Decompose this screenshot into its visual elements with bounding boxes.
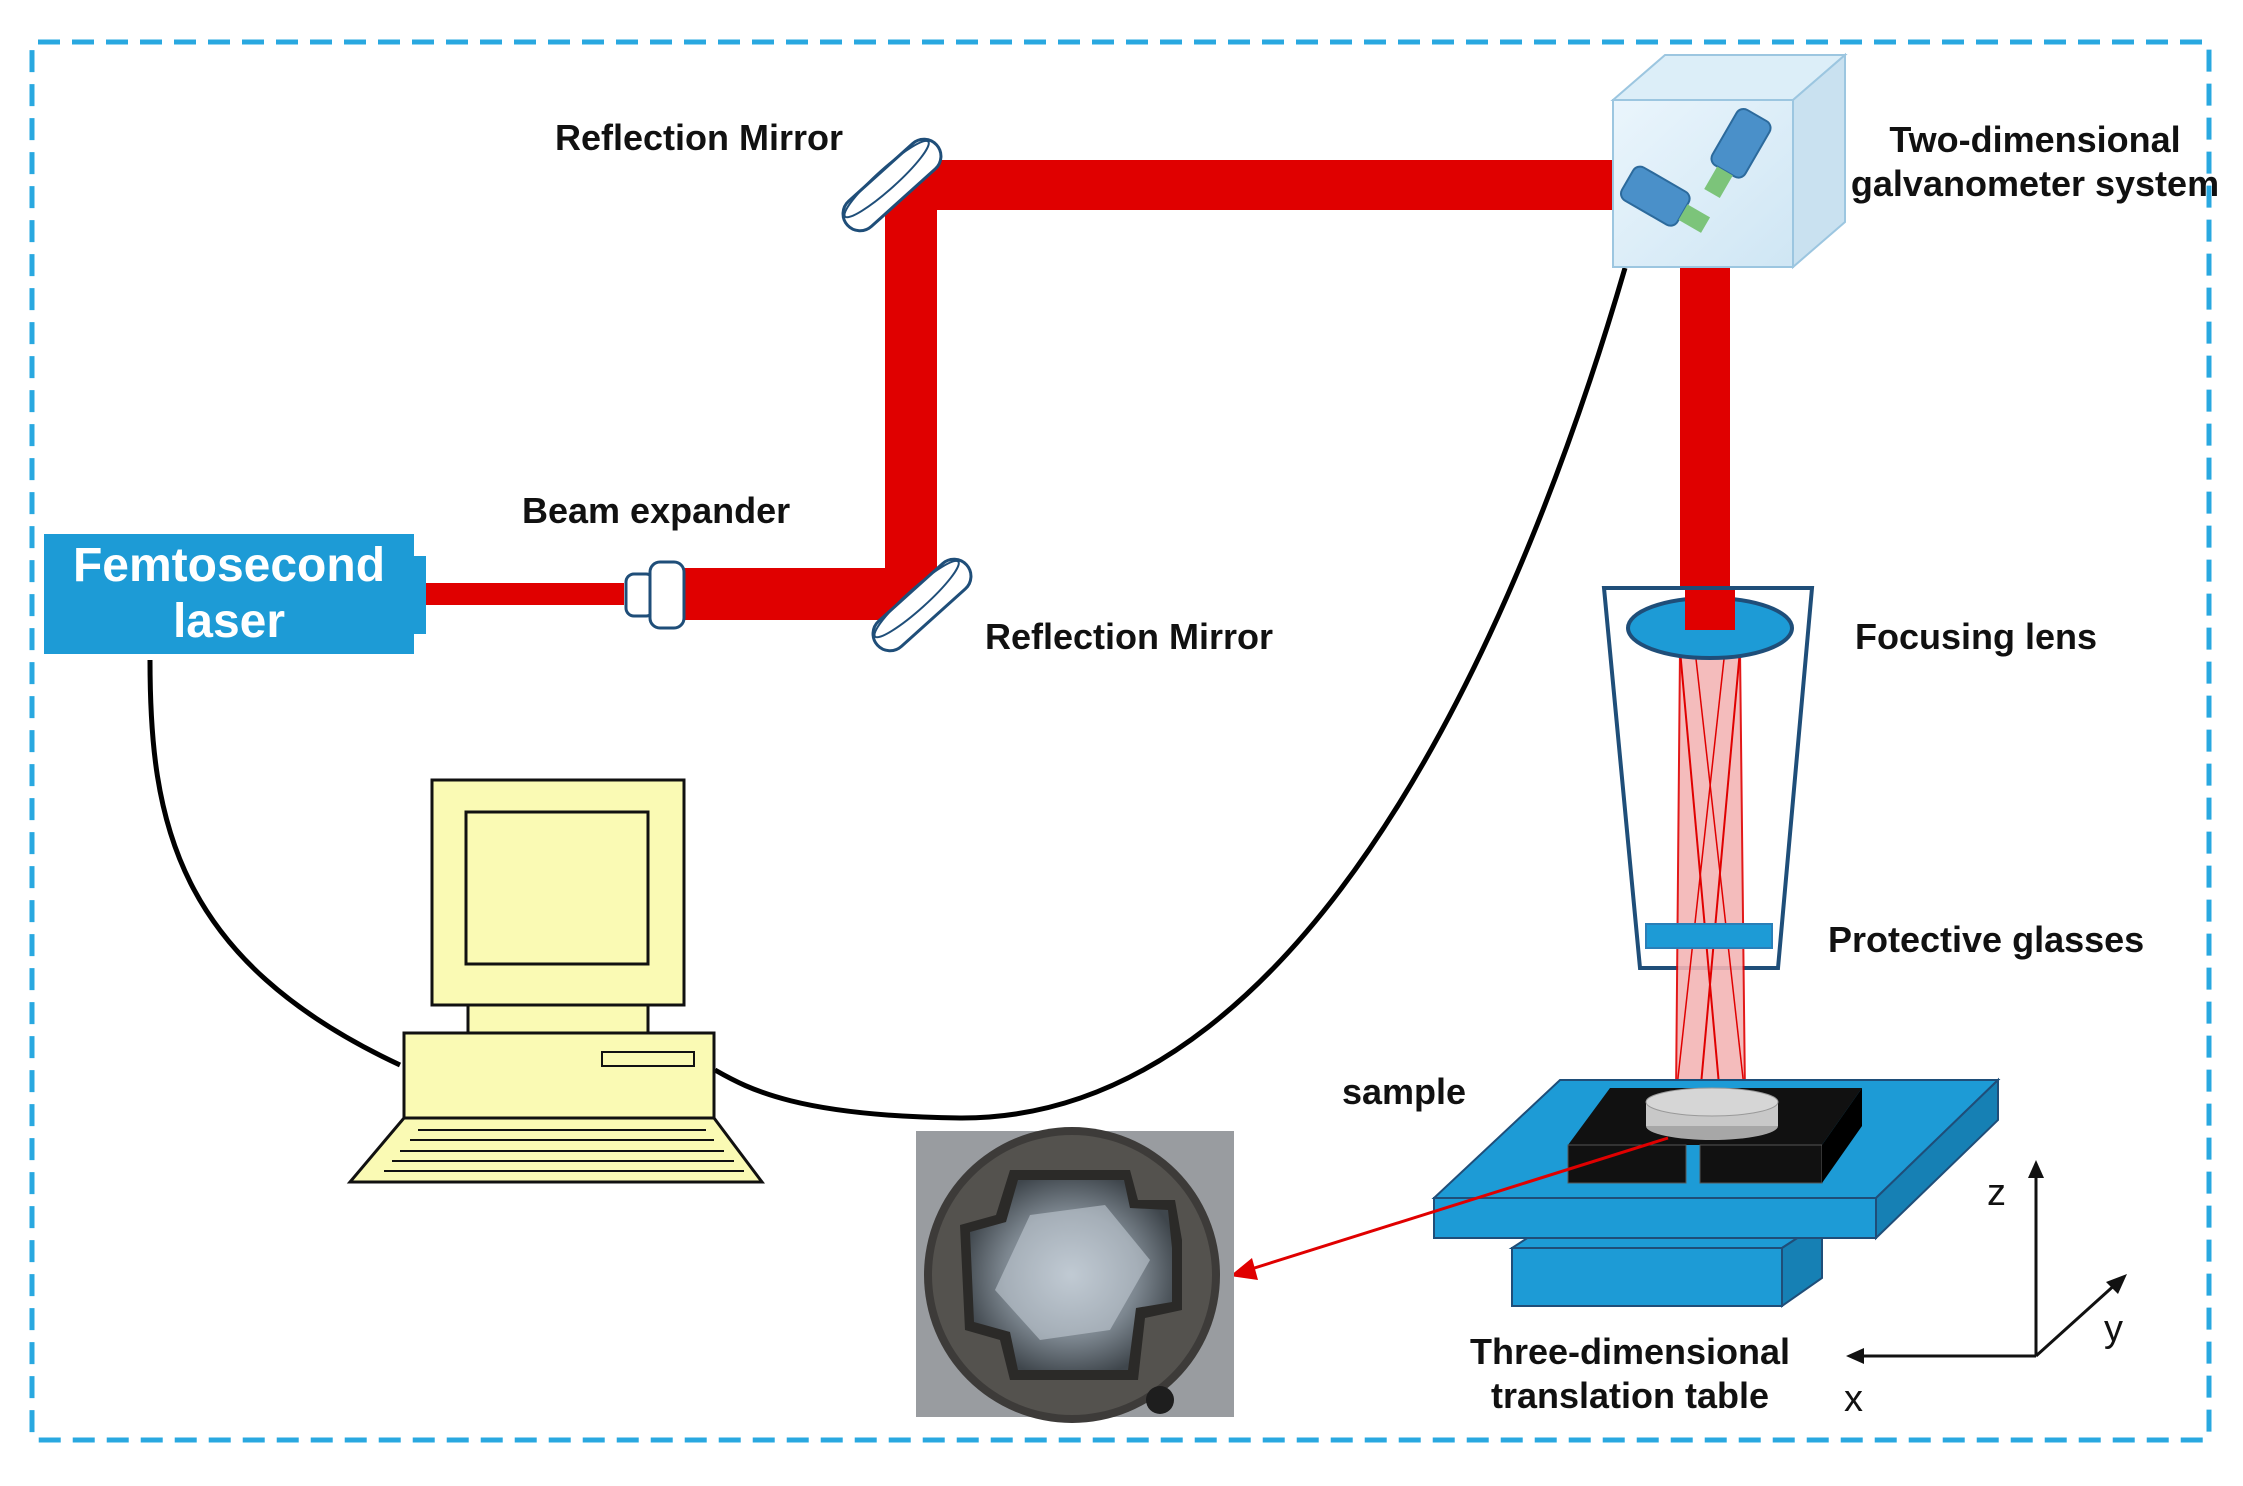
sample-pointer-arrow — [1247, 1136, 1669, 1272]
laser-output-beam — [424, 583, 624, 605]
laser-cable — [147, 659, 402, 1068]
laser-label-line2: laser — [172, 595, 286, 648]
mirror-top — [841, 137, 943, 233]
sample-photo — [916, 1127, 1234, 1423]
galvo-cable — [713, 267, 1628, 1121]
expanded-beam — [680, 568, 905, 620]
axis-label-x: x — [1844, 1378, 1863, 1420]
translation-table — [1431, 1077, 2001, 1308]
top-beam — [905, 160, 1620, 210]
label-focusing-lens: Focusing lens — [1855, 616, 2098, 657]
dashed-frame — [29, 39, 2212, 1443]
down-beam — [1680, 265, 1730, 623]
label-reflection-mirror-bottom: Reflection Mirror — [985, 616, 1274, 657]
computer — [346, 778, 765, 1184]
label-galvanometer: Two-dimensional galvanometer system — [1845, 118, 2225, 206]
vertical-beam — [885, 186, 937, 606]
galvanometer-cube — [1610, 52, 1848, 270]
label-protective-glasses: Protective glasses — [1828, 919, 2145, 960]
coordinate-axes — [1846, 1160, 2127, 1364]
label-reflection-mirror-top: Reflection Mirror — [555, 117, 844, 158]
laser-label-line1: Femtosecond — [72, 539, 386, 592]
label-galvanometer-line2: galvanometer system — [1850, 162, 2220, 204]
femtosecond-laser: Femtosecond laser — [44, 534, 414, 654]
label-translation-table: Three-dimensional translation table — [1440, 1330, 1820, 1418]
sample-disk — [1645, 1087, 1779, 1117]
label-translation-table-line2: translation table — [1490, 1374, 1770, 1416]
beam-expander — [624, 560, 686, 630]
laser-connector — [414, 556, 426, 634]
mirror-bottom — [871, 557, 973, 653]
protective-glass — [1645, 923, 1773, 949]
axis-label-z: z — [1987, 1172, 2006, 1214]
axis-label-y: y — [2104, 1308, 2123, 1350]
label-beam-expander: Beam expander — [522, 490, 791, 531]
label-galvanometer-line1: Two-dimensional — [1889, 119, 2181, 160]
label-sample: sample — [1342, 1071, 1467, 1112]
label-translation-table-line1: Three-dimensional — [1469, 1331, 1791, 1372]
